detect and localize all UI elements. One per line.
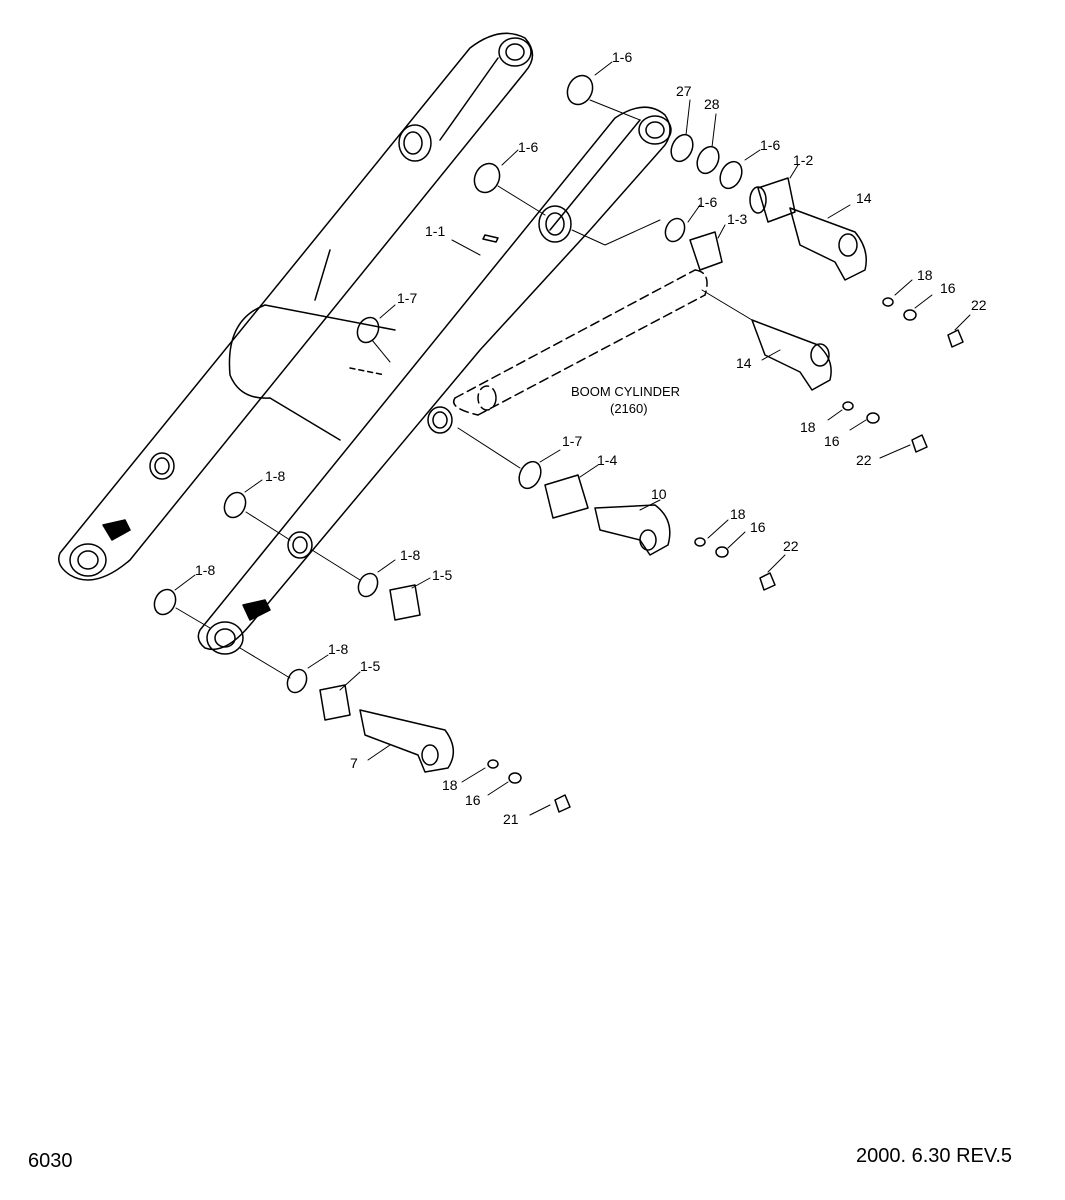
label-1-8-a: 1-8 (265, 468, 285, 484)
boom-cylinder-ref: (2160) (610, 401, 648, 416)
label-1-4: 1-4 (597, 452, 617, 468)
label-18-top: 18 (917, 267, 933, 283)
label-7: 7 (350, 755, 358, 771)
label-21: 21 (503, 811, 519, 827)
label-1-7-mid: 1-7 (562, 433, 582, 449)
boom-cylinder-title: BOOM CYLINDER (571, 384, 680, 399)
left-boom-arm (58, 32, 534, 581)
parts (153, 74, 964, 813)
part-labels: 1-6 27 28 1-6 1-2 1-6 1-6 1-3 14 1-1 18 … (195, 49, 987, 827)
label-18-mid: 18 (800, 419, 816, 435)
label-10: 10 (651, 486, 667, 502)
label-1-6-right: 1-6 (760, 137, 780, 153)
label-1-8-b: 1-8 (400, 547, 420, 563)
boom-cylinder (453, 269, 708, 416)
revision-date: 2000. 6.30 REV.5 (856, 1145, 1013, 1167)
center-lines (175, 99, 753, 679)
label-27: 27 (676, 83, 692, 99)
label-16-top: 16 (940, 280, 956, 296)
label-1-7-top: 1-7 (397, 290, 417, 306)
right-boom-arm (197, 106, 672, 655)
label-1-8-c: 1-8 (195, 562, 215, 578)
label-1-8-d: 1-8 (328, 641, 348, 657)
label-22-low: 22 (783, 538, 799, 554)
label-22-mid: 22 (856, 452, 872, 468)
label-18-bottom: 18 (442, 777, 458, 793)
label-22-top: 22 (971, 297, 987, 313)
label-18-low: 18 (730, 506, 746, 522)
label-28: 28 (704, 96, 720, 112)
label-1-2: 1-2 (793, 152, 813, 168)
label-1-1: 1-1 (425, 223, 445, 239)
label-1-6-lower: 1-6 (697, 194, 717, 210)
label-14-top: 14 (856, 190, 872, 206)
label-1-6-top: 1-6 (612, 49, 632, 65)
label-14-mid: 14 (736, 355, 752, 371)
label-16-bottom: 16 (465, 792, 481, 808)
label-1-5-low: 1-5 (360, 658, 380, 674)
label-16-mid: 16 (824, 433, 840, 449)
page-number: 6030 (28, 1150, 73, 1172)
label-1-5-top: 1-5 (432, 567, 452, 583)
cross-tube (228, 234, 499, 441)
label-16-low: 16 (750, 519, 766, 535)
leader-lines (174, 61, 971, 816)
label-1-3: 1-3 (727, 211, 747, 227)
label-1-6-mid: 1-6 (518, 139, 538, 155)
